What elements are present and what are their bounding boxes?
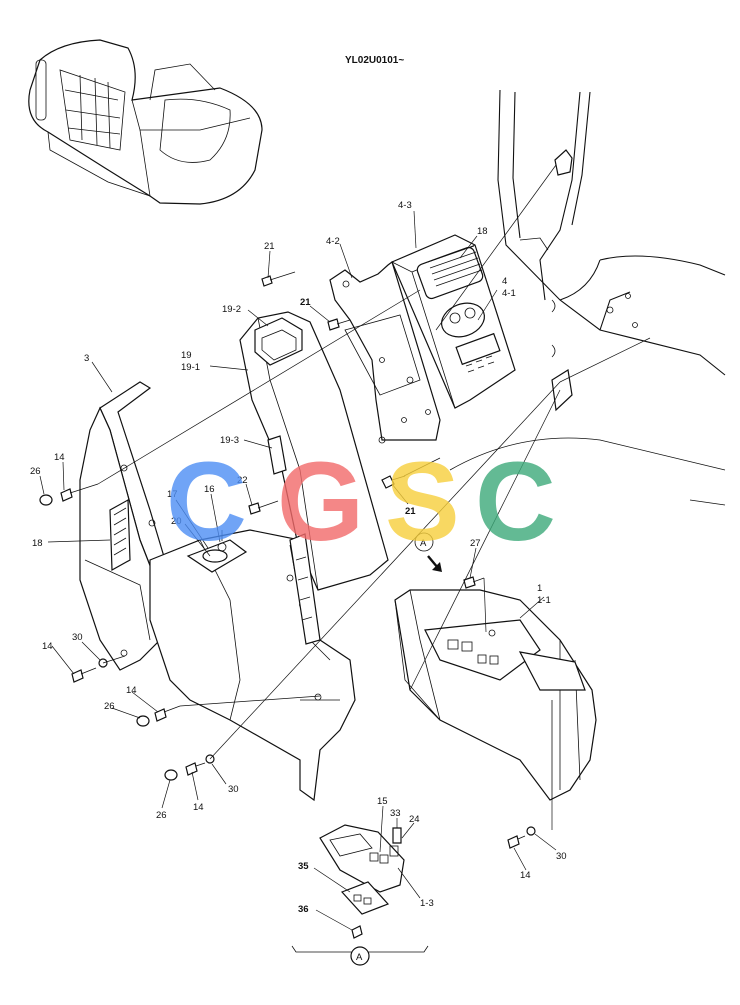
callout-label: 19-3 [220, 435, 239, 446]
assembly-lines [97, 164, 651, 830]
callout-label: 1-1 [537, 595, 551, 606]
callout-label: 26 [104, 701, 115, 712]
watermark-letter: G [277, 439, 364, 564]
bracket-4-2 [329, 261, 441, 444]
view-marker-detail: A [291, 945, 429, 966]
upper-console-4 [391, 234, 516, 409]
callout-label: 4 [502, 276, 507, 287]
cab-frame [449, 89, 726, 506]
leader-lines [39, 210, 557, 931]
watermark-letter: C [166, 439, 247, 564]
callout-label: 18 [32, 538, 43, 549]
callout-label: 14 [42, 641, 53, 652]
callout-label: 35 [298, 861, 309, 872]
callout-label: 14 [193, 802, 204, 813]
callout-label: 26 [30, 466, 41, 477]
callout-label: 36 [298, 904, 309, 915]
callout-label: 30 [556, 851, 567, 862]
callout-label: 20 [171, 516, 182, 527]
view-marker-label: A [420, 538, 427, 549]
callout-label: 21 [264, 241, 275, 252]
callout-label: 4-1 [502, 288, 516, 299]
callout-label: 21 [405, 506, 416, 517]
callout-label: 3 [84, 353, 89, 364]
callout-label: 15 [377, 796, 388, 807]
callout-label: 1-3 [420, 898, 434, 909]
right-console-1 [394, 589, 597, 801]
callout-label: 33 [390, 808, 401, 819]
callout-label: 26 [156, 810, 167, 821]
callout-labels: 4-3 18 4 4-1 21 4-2 19-2 21 19 19-1 3 19… [30, 200, 567, 915]
callout-label: 14 [126, 685, 137, 696]
callout-label: 14 [54, 452, 65, 463]
inset-cab-overview [28, 39, 263, 205]
callout-label: 30 [72, 632, 83, 643]
callout-label: 21 [300, 297, 311, 308]
callout-label: 4-3 [398, 200, 412, 211]
callout-label: 18 [477, 226, 488, 237]
callout-label: 1 [537, 583, 542, 594]
callout-label: 16 [204, 484, 215, 495]
watermark-letter: C [475, 439, 556, 564]
callout-label: 22 [237, 475, 248, 486]
callout-label: 4-2 [326, 236, 340, 247]
view-marker-main: A [414, 532, 442, 572]
watermark-cgsc: C G S C [166, 439, 556, 564]
view-marker-label: A [356, 952, 363, 963]
callout-label: 19-2 [222, 304, 241, 315]
callout-label: 24 [409, 814, 420, 825]
callout-label: 19 [181, 350, 192, 361]
callout-label: 14 [520, 870, 531, 881]
callout-label: 27 [470, 538, 481, 549]
drawing-code: YL02U0101~ [345, 55, 404, 66]
cover-19 [239, 311, 389, 591]
callout-label: 19-1 [181, 362, 200, 373]
switch-panel-1-3 [319, 824, 405, 939]
callout-label: 30 [228, 784, 239, 795]
watermark-letter: S [385, 439, 460, 564]
callout-label: 17 [167, 489, 178, 500]
